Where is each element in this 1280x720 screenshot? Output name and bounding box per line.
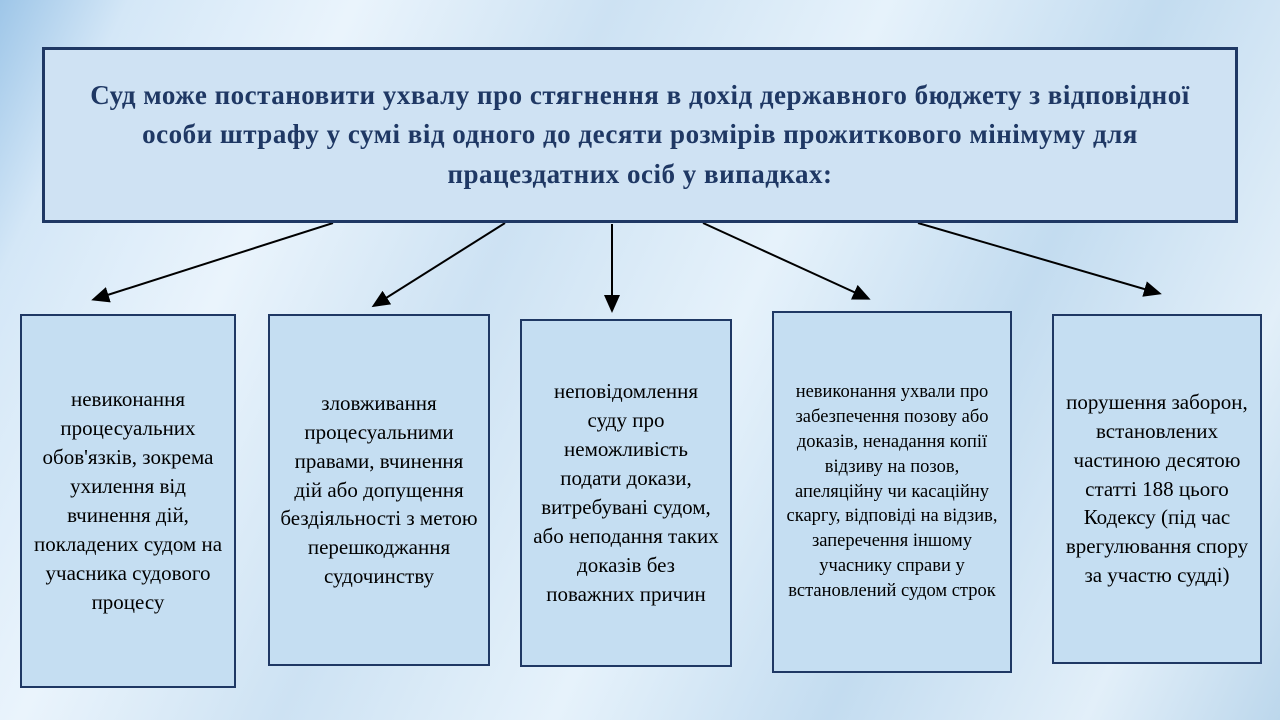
reason-text: порушення заборон, встановлених частиною… (1065, 389, 1249, 588)
reason-box-failure-to-notify: неповідомлення суду про неможливість под… (520, 319, 732, 667)
reason-text: невиконання процесуальних обов'язків, зо… (33, 387, 223, 614)
slide-title: Суд може постановити ухвалу про стягненн… (90, 80, 1190, 189)
reason-text: неповідомлення суду про неможливість под… (533, 379, 719, 606)
reason-box-failure-to-comply: невиконання ухвали про забезпечення позо… (772, 311, 1012, 673)
header-box: Суд може постановити ухвалу про стягненн… (42, 47, 1238, 223)
reason-text: зловживання процесуальними правами, вчин… (280, 390, 478, 589)
reason-box-violation-of-prohibitions: порушення заборон, встановлених частиною… (1052, 314, 1262, 664)
arrow-to-box-5 (917, 223, 1162, 297)
arrow-to-box-1 (91, 223, 334, 303)
connector-arrows (91, 223, 1162, 313)
arrow-to-box-4 (702, 223, 871, 300)
arrow-to-box-2 (371, 223, 506, 308)
reason-text: невиконання ухвали про забезпечення позо… (786, 381, 998, 602)
reason-box-abuse-of-rights: зловживання процесуальними правами, вчин… (268, 314, 490, 666)
reason-box-procedural-duties: невиконання процесуальних обов'язків, зо… (20, 314, 236, 688)
